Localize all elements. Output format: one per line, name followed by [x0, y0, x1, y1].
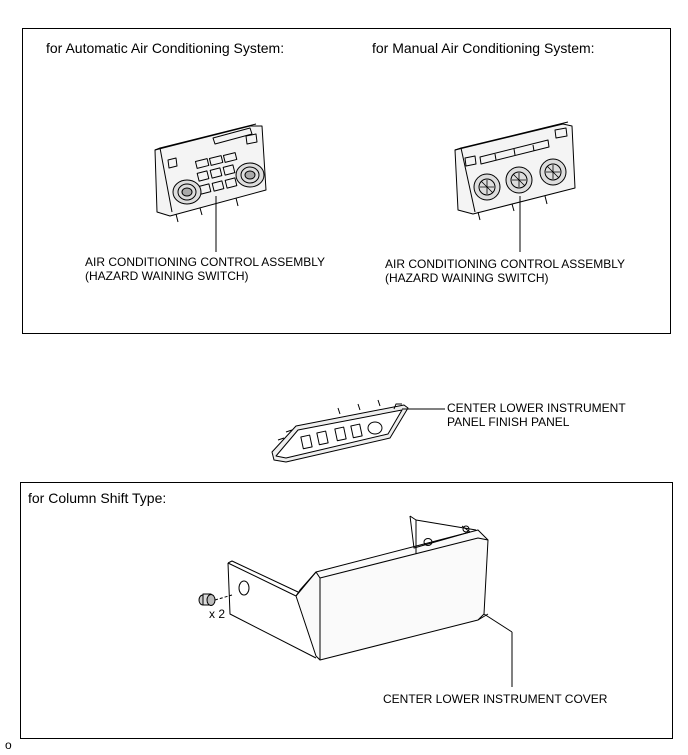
finish-panel-label-line1: CENTER LOWER INSTRUMENT	[447, 401, 626, 415]
center-lower-instrument-cover-drawing	[227, 515, 489, 661]
clip-quantity: x 2	[209, 607, 226, 621]
manual-ac-control-assembly-drawing	[454, 121, 576, 221]
cover-leader-line	[483, 613, 513, 633]
clip-drawing	[198, 593, 233, 606]
manual-ac-label-line1: AIR CONDITIONING CONTROL ASSEMBLY	[385, 257, 626, 271]
auto-ac-header: for Automatic Air Conditioning System:	[46, 40, 285, 56]
finish-panel-drawing	[271, 399, 409, 463]
manual-ac-label-line2: (HAZARD WAINING SWITCH)	[385, 271, 549, 285]
column-shift-frame	[20, 482, 673, 739]
figure-id: o	[5, 738, 12, 752]
manual-ac-header: for Manual Air Conditioning System:	[372, 40, 595, 56]
column-shift-header: for Column Shift Type:	[28, 490, 167, 506]
auto-ac-label-line1: AIR CONDITIONING CONTROL ASSEMBLY	[85, 255, 326, 269]
auto-ac-label-line2: (HAZARD WAINING SWITCH)	[85, 269, 249, 283]
automatic-manual-ac-frame	[22, 28, 671, 334]
cover-label: CENTER LOWER INSTRUMENT COVER	[383, 692, 608, 706]
auto-ac-control-assembly-drawing	[154, 123, 267, 223]
finish-panel-label-line2: PANEL FINISH PANEL	[447, 415, 570, 429]
